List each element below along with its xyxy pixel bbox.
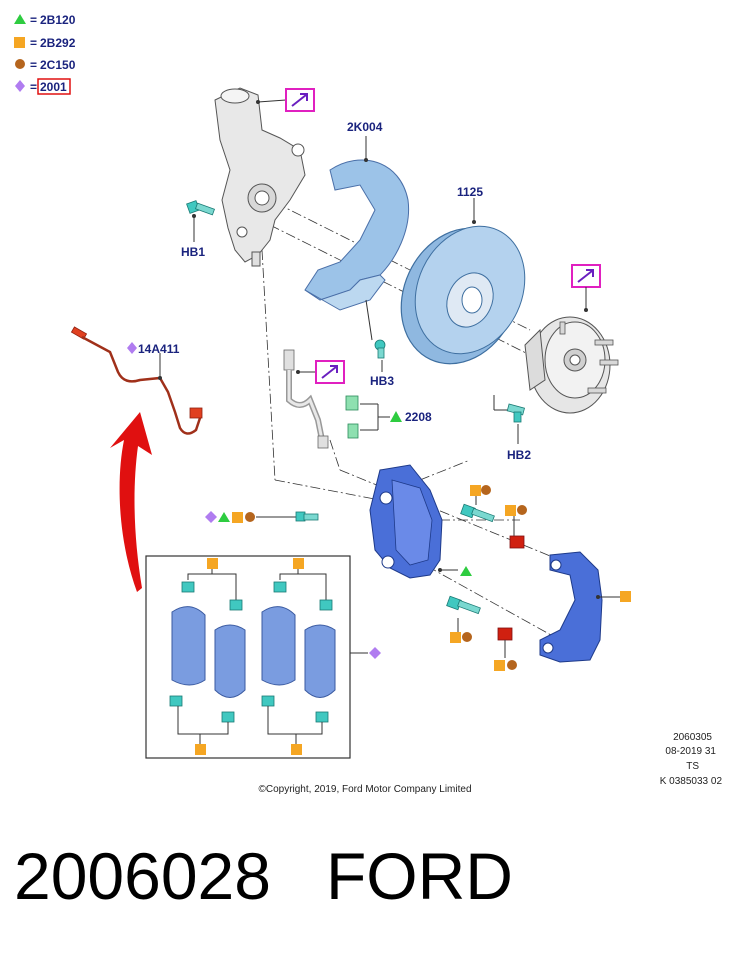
note-box-knuckle xyxy=(256,88,315,112)
label-rotor: 1125 xyxy=(457,185,483,199)
legend-code-2001: 2001 xyxy=(40,80,67,94)
ref-line-1: 2060305 xyxy=(673,732,712,743)
bleed-valve xyxy=(345,395,402,439)
legend-code-2c150: 2C150 xyxy=(40,58,76,72)
legend-code-2b292: 2B292 xyxy=(40,36,76,50)
orange-square-icon xyxy=(14,37,25,48)
arrow-note-icon xyxy=(291,93,308,107)
legend-eq-4: = xyxy=(30,80,37,94)
label-sensor: 14A411 xyxy=(138,342,180,356)
ref-line-3: TS xyxy=(686,761,699,772)
brake-pad-kit-box xyxy=(145,555,381,759)
wheel-hub xyxy=(524,316,619,414)
legend-eq-2: = xyxy=(30,36,37,50)
legend-eq-1: = xyxy=(30,13,37,27)
caliper-bolt-left xyxy=(205,511,319,523)
bolt-hb3 xyxy=(365,299,386,372)
label-hb3: HB3 xyxy=(370,374,394,388)
arrow-note-icon xyxy=(321,365,338,379)
copyright-text: ©Copyright, 2019, Ford Motor Company Lim… xyxy=(258,784,471,795)
brown-circle-icon xyxy=(15,59,25,69)
steering-knuckle xyxy=(214,87,306,267)
legend-code-2b120: 2B120 xyxy=(40,13,76,27)
brake-hose xyxy=(283,349,345,449)
guide-pin-upper xyxy=(460,485,527,549)
label-bleed-valve: 2208 xyxy=(405,410,432,424)
note-box-hub xyxy=(571,264,601,312)
brake-caliper xyxy=(369,464,472,579)
label-hb2: HB2 xyxy=(507,448,531,462)
brake-rotor xyxy=(400,198,526,365)
ref-line-2: 08-2019 31 xyxy=(665,746,716,757)
guide-pin-lower xyxy=(446,595,517,671)
caliper-bracket xyxy=(539,551,631,663)
legend: = 2B120 = 2B292 = 2C150 = 2001 xyxy=(14,13,76,95)
bolt-hb2 xyxy=(493,395,525,444)
legend-highlight-box xyxy=(37,78,71,95)
wheel-speed-sensor xyxy=(70,326,203,435)
splash-shield xyxy=(304,136,410,311)
label-hb1: HB1 xyxy=(181,245,205,259)
brake-assembly-diagram: = 2B120 = 2B292 = 2C150 = 2001 xyxy=(14,13,723,795)
ref-line-4: K 0385033 02 xyxy=(660,776,723,787)
red-direction-arrow xyxy=(110,412,152,592)
green-triangle-icon xyxy=(14,14,26,24)
purple-diamond-icon xyxy=(15,80,25,92)
arrow-note-icon xyxy=(577,269,594,283)
legend-eq-3: = xyxy=(30,58,37,72)
label-shield: 2K004 xyxy=(347,120,383,134)
bolt-hb1 xyxy=(186,200,215,242)
part-caption: 2006028 FORD xyxy=(14,839,513,913)
